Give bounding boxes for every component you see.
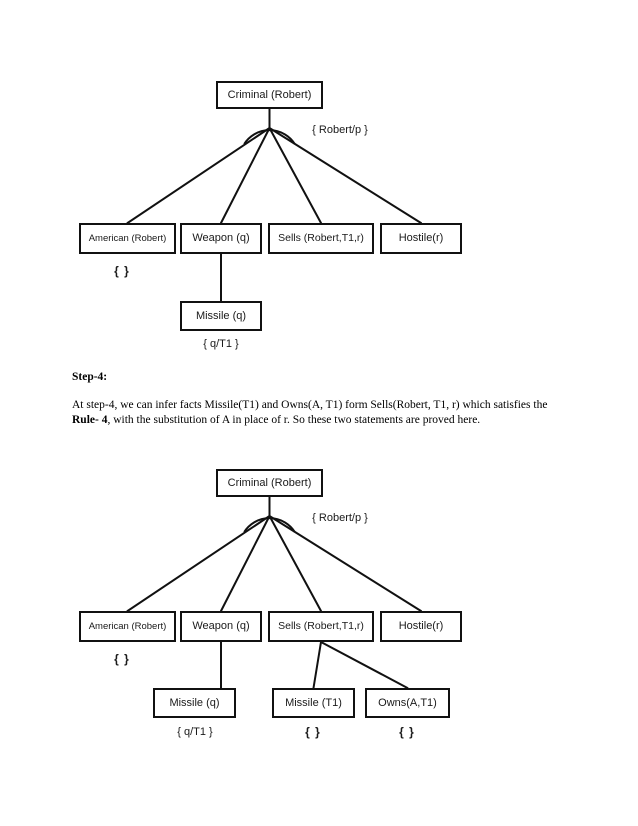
node-box-root: Criminal (Robert): [216, 81, 323, 109]
conjunction-arc: [243, 517, 296, 533]
tree-edge: [268, 515, 422, 612]
substitution-label-grandchild-1: { }: [305, 725, 321, 739]
tree-edge: [312, 641, 322, 689]
node-box-grandchild-2: Owns(A,T1): [365, 688, 450, 718]
node-box-grandchild-0: Missile (q): [180, 301, 262, 331]
paragraph-part-1: At step-4, we can infer facts Missile(T1…: [72, 399, 548, 411]
substitution-label-grandchild-0: { q/T1 }: [177, 726, 213, 738]
node-box-child-3: Hostile(r): [380, 223, 462, 254]
paragraph-part-2: , with the substitution of A in place of…: [107, 414, 481, 427]
proof-tree-diagram-2: Criminal (Robert) { Robert/p } American (R…: [0, 388, 638, 748]
substitution-label-child-0: { }: [114, 652, 130, 666]
node-box-child-0: American (Robert): [79, 611, 176, 642]
substitution-label-root: { Robert/p }: [312, 124, 368, 136]
tree-edge: [268, 127, 422, 224]
step-paragraph: At step-4, we can infer facts Missile(T1…: [72, 398, 564, 429]
substitution-label-grandchild-2: { }: [399, 725, 415, 739]
node-box-child-3: Hostile(r): [380, 611, 462, 642]
node-box-child-0: American (Robert): [79, 223, 176, 254]
tree-edge: [220, 515, 271, 612]
node-box-grandchild-0: Missile (q): [153, 688, 236, 718]
substitution-label-grandchild-0: { q/T1 }: [203, 338, 239, 350]
tree-edge: [220, 127, 271, 224]
tree-edge: [268, 127, 322, 224]
proof-tree-edges-1: [126, 108, 422, 302]
tree-edge: [126, 127, 271, 224]
proof-tree-diagram-1: Criminal (Robert) { Robert/p } American (R…: [0, 0, 638, 360]
node-box-child-2: Sells (Robert,T1,r): [268, 223, 374, 254]
node-box-child-1: Weapon (q): [180, 223, 262, 254]
substitution-label-root: { Robert/p }: [312, 512, 368, 524]
node-box-grandchild-1: Missile (T1): [272, 688, 355, 718]
paragraph-emphasis: Rule- 4: [72, 414, 108, 427]
tree-edge: [268, 515, 322, 612]
tree-edge: [320, 641, 409, 689]
node-box-child-2: Sells (Robert,T1,r): [268, 611, 374, 642]
node-box-root: Criminal (Robert): [216, 469, 323, 497]
conjunction-arc: [243, 129, 296, 145]
proof-tree-edges-2: [126, 496, 422, 689]
step-heading: Step-4:: [72, 371, 108, 383]
tree-edge: [126, 515, 271, 612]
node-box-child-1: Weapon (q): [180, 611, 262, 642]
substitution-label-child-0: { }: [114, 264, 130, 278]
